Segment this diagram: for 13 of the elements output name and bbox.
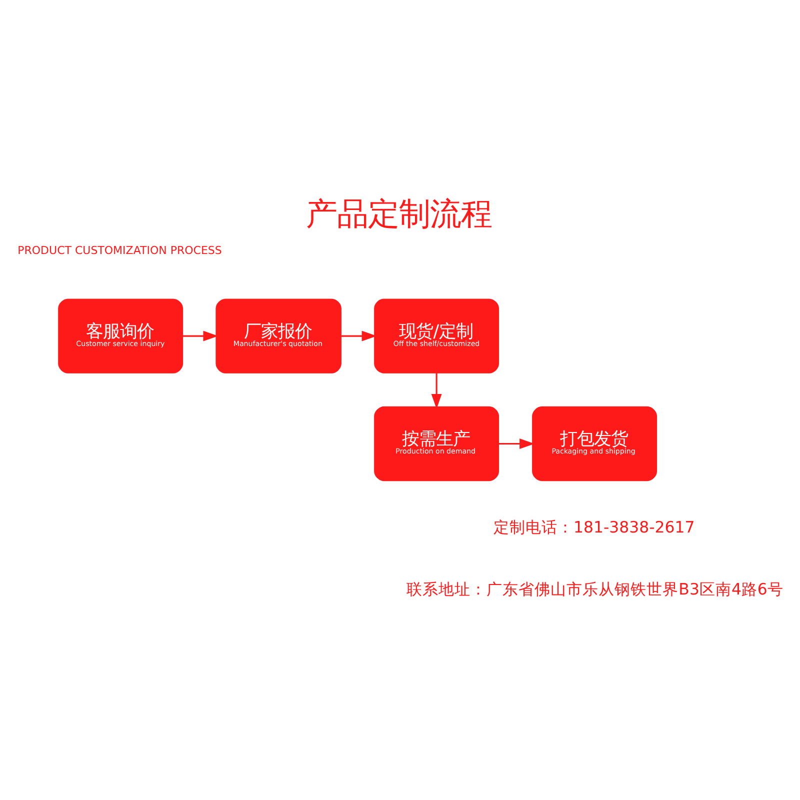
arrow	[431, 372, 442, 408]
node-box: 客服询价 Customer service inquiry	[58, 298, 184, 373]
node-box: 按需生产 Production on demand	[374, 406, 500, 481]
arrow	[182, 330, 218, 341]
node-box: 打包发货 Packaging and shipping	[532, 406, 658, 481]
node-box: 现货/定制 Off the shelf/customized	[374, 298, 500, 373]
label: PRODUCT CUSTOMIZATION PROCESS	[18, 244, 222, 257]
diagram-title: 产品定制流程	[306, 196, 492, 232]
arrow	[341, 330, 377, 341]
label: 联系地址：广东省佛山市乐从钢铁世界B3区南4路6号	[406, 579, 784, 598]
label: 定制电话：181-3838-2617	[494, 517, 695, 536]
node-box: 厂家报价 Manufacturer's quotation	[216, 298, 342, 373]
arrow	[498, 438, 534, 448]
